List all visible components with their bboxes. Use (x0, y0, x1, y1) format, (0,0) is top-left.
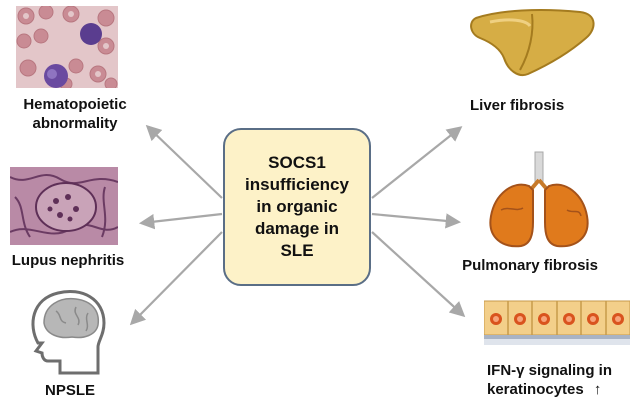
lungs-image (489, 151, 589, 248)
arrow-to-ifn (371, 231, 466, 318)
keratinocytes-image (484, 300, 630, 345)
npsle-label: NPSLE (44, 382, 95, 399)
hematopoietic-line2: abnormality (32, 115, 118, 132)
liver-label: Liver fibrosis (470, 97, 565, 114)
hematopoietic-line1: Hematopoietic (23, 96, 127, 113)
kidney-histology-image (10, 167, 118, 245)
ifn-line1: IFN-γ signaling in (487, 362, 613, 379)
arrow-to-pulmonary (371, 212, 462, 229)
liver-image (470, 9, 595, 76)
up-arrow-icon: ↑ (593, 381, 602, 398)
head-brain-icon (31, 290, 106, 375)
arrow-to-liver (371, 126, 463, 199)
lupus-label: Lupus nephritis (11, 252, 125, 269)
arrow-to-npsle (129, 231, 223, 326)
center-title: SOCS1 insufficiency in organic damage in… (245, 153, 349, 260)
arrow-to-hematopoietic (145, 124, 223, 199)
ifn-line2-text: keratinocytes (487, 381, 584, 398)
hematopoietic-label: Hematopoietic abnormality (12, 95, 138, 133)
ifn-line2: keratinocytes ↑ (487, 380, 637, 399)
blood-smear-image (16, 6, 118, 88)
pulmonary-label: Pulmonary fibrosis (462, 257, 598, 274)
ifn-label: IFN-γ signaling in keratinocytes ↑ (487, 361, 637, 399)
center-box: SOCS1 insufficiency in organic damage in… (223, 128, 371, 286)
arrow-to-lupus (138, 212, 223, 230)
